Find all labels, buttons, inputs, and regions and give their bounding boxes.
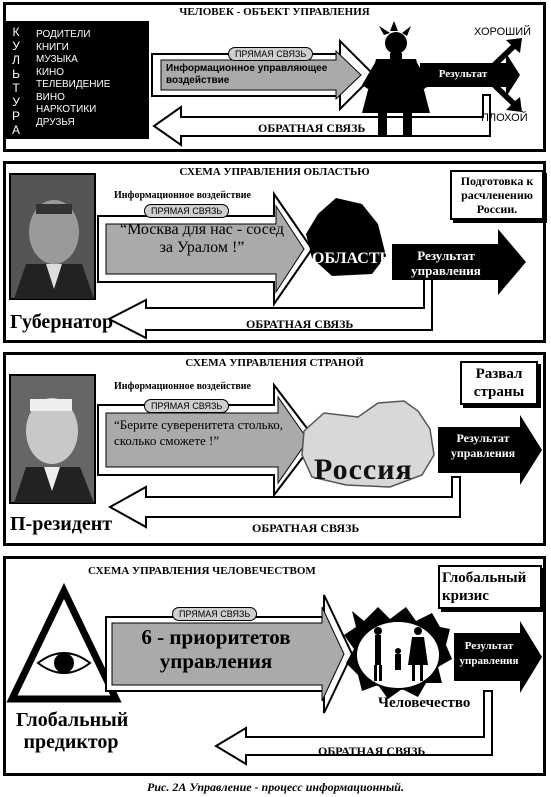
factor-item: КНИГИ — [36, 41, 69, 53]
culture-letter: Ь — [12, 67, 20, 81]
actor-label: П-резидент — [10, 513, 113, 535]
actor-label: Глобальный предиктор — [16, 709, 129, 753]
panel-humanity: СХЕМА УПРАВЛЕНИЯ ЧЕЛОВЕЧЕСТВОМ ПРЯМАЯ СВ… — [3, 556, 546, 776]
culture-letters: К У Л Ь Т У Р А — [10, 25, 22, 137]
panel-title: СХЕМА УПРАВЛЕНИЯ ЧЕЛОВЕЧЕСТВОМ — [88, 565, 316, 577]
bad-label: ПЛОХОЙ — [481, 112, 528, 124]
culture-letter: Т — [12, 81, 20, 95]
result-label: Результат управления — [459, 640, 519, 667]
culture-letter: У — [12, 95, 20, 109]
panel-country: СХЕМА УПРАВЛЕНИЯ СТРАНОЙ Информационное … — [3, 352, 546, 546]
factor-item: ТЕЛЕВИДЕНИЕ — [36, 79, 111, 90]
factor-item: МУЗЫКА — [36, 54, 78, 65]
panel-person: ЧЕЛОВЕК - ОБЪЕКТ УПРАВЛЕНИЯ К У — [3, 2, 546, 152]
culture-letter: Л — [12, 53, 20, 67]
panel2-arrows — [9, 173, 526, 340]
figure-caption: Рис. 2А Управление - процесс информацион… — [147, 780, 404, 794]
direct-link-label: ПРЯМАЯ СВЯЗЬ — [144, 399, 230, 413]
panel4-arrows — [6, 582, 542, 766]
panel-title: ЧЕЛОВЕК - ОБЪЕКТ УПРАВЛЕНИЯ — [179, 6, 370, 18]
info-label: Информационное воздействие — [114, 381, 251, 392]
note-box: Развал страны — [460, 361, 538, 405]
factor-item: РОДИТЕЛИ — [36, 29, 91, 40]
note-box: Подготовка к расчленению России. — [450, 170, 544, 220]
factor-list: РОДИТЕЛИ КНИГИ МУЗЫКА КИНО ТЕЛЕВИДЕНИЕ В… — [36, 29, 110, 129]
panel-title: СХЕМА УПРАВЛЕНИЯ СТРАНОЙ — [185, 357, 364, 369]
region-label: ОБЛАСТЬ — [312, 250, 391, 267]
feedback-label: ОБРАТНАЯ СВЯЗЬ — [258, 121, 366, 135]
influence-label: Информационное управляющее воздействие — [166, 63, 328, 86]
feedback-label: ОБРАТНАЯ СВЯЗЬ — [318, 744, 426, 758]
factor-item: ДРУЗЬЯ — [36, 116, 75, 128]
culture-letter: К — [12, 25, 20, 39]
direct-link-label: ПРЯМАЯ СВЯЗЬ — [228, 47, 314, 61]
feedback-label: ОБРАТНАЯ СВЯЗЬ — [246, 317, 354, 331]
priorities-text: 6 - приоритетов управления — [141, 625, 291, 673]
actor-label: Губернатор — [10, 311, 114, 333]
info-label: Информационное воздействие — [114, 190, 251, 201]
quote-text: “Москва для нас - сосед за Уралом !” — [119, 221, 285, 256]
country-label: Россия — [314, 453, 413, 486]
factor-item: ВИНО — [36, 91, 65, 103]
culture-letter: У — [12, 39, 20, 53]
panel-title: СХЕМА УПРАВЛЕНИЯ ОБЛАСТЬЮ — [179, 166, 370, 178]
factor-item: НАРКОТИКИ — [36, 104, 97, 115]
factor-item: КИНО — [36, 66, 65, 78]
feedback-label: ОБРАТНАЯ СВЯЗЬ — [252, 521, 360, 535]
note-box: Глобальный кризис — [438, 565, 542, 609]
direct-link-label: ПРЯМАЯ СВЯЗЬ — [172, 607, 258, 621]
humanity-label: Человечество — [378, 695, 471, 711]
panel1-arrows — [6, 21, 522, 147]
result-label: Результат — [438, 68, 488, 80]
quote-text: “Берите суверенитета столько, сколько см… — [114, 417, 284, 448]
panel3-arrows — [9, 374, 542, 529]
result-label: Результат управления — [411, 248, 481, 278]
direct-link-label: ПРЯМАЯ СВЯЗЬ — [144, 204, 230, 218]
culture-letter: Р — [11, 109, 20, 123]
good-label: ХОРОШИЙ — [474, 26, 532, 38]
panel-region: СХЕМА УПРАВЛЕНИЯ ОБЛАСТЬЮ Информационное… — [3, 161, 546, 343]
result-label: Результат управления — [450, 431, 516, 460]
culture-letter: А — [11, 123, 20, 137]
